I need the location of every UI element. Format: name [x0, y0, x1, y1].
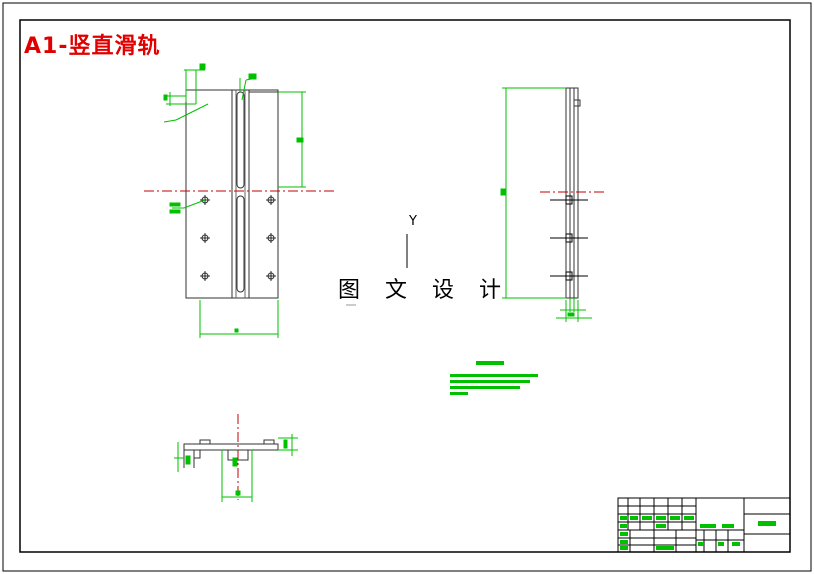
technical-notes [450, 361, 538, 395]
front-view-hole-crosses [200, 195, 276, 281]
inner-frame [19, 19, 791, 553]
front-view [185, 89, 279, 299]
drawing-title: A1-竖直滑轨 [24, 34, 161, 59]
top-view-dimensions [174, 434, 298, 502]
axis-y-label: Y [409, 214, 417, 229]
top-view [183, 439, 279, 468]
side-view-bolts [550, 195, 588, 281]
title-block-text [620, 516, 776, 550]
front-view-dimensions [163, 63, 306, 338]
side-view-dimensions [500, 87, 592, 322]
title-block [617, 497, 791, 553]
side-view [565, 87, 581, 299]
watermark-text: 图 文 设 计 [338, 278, 510, 303]
